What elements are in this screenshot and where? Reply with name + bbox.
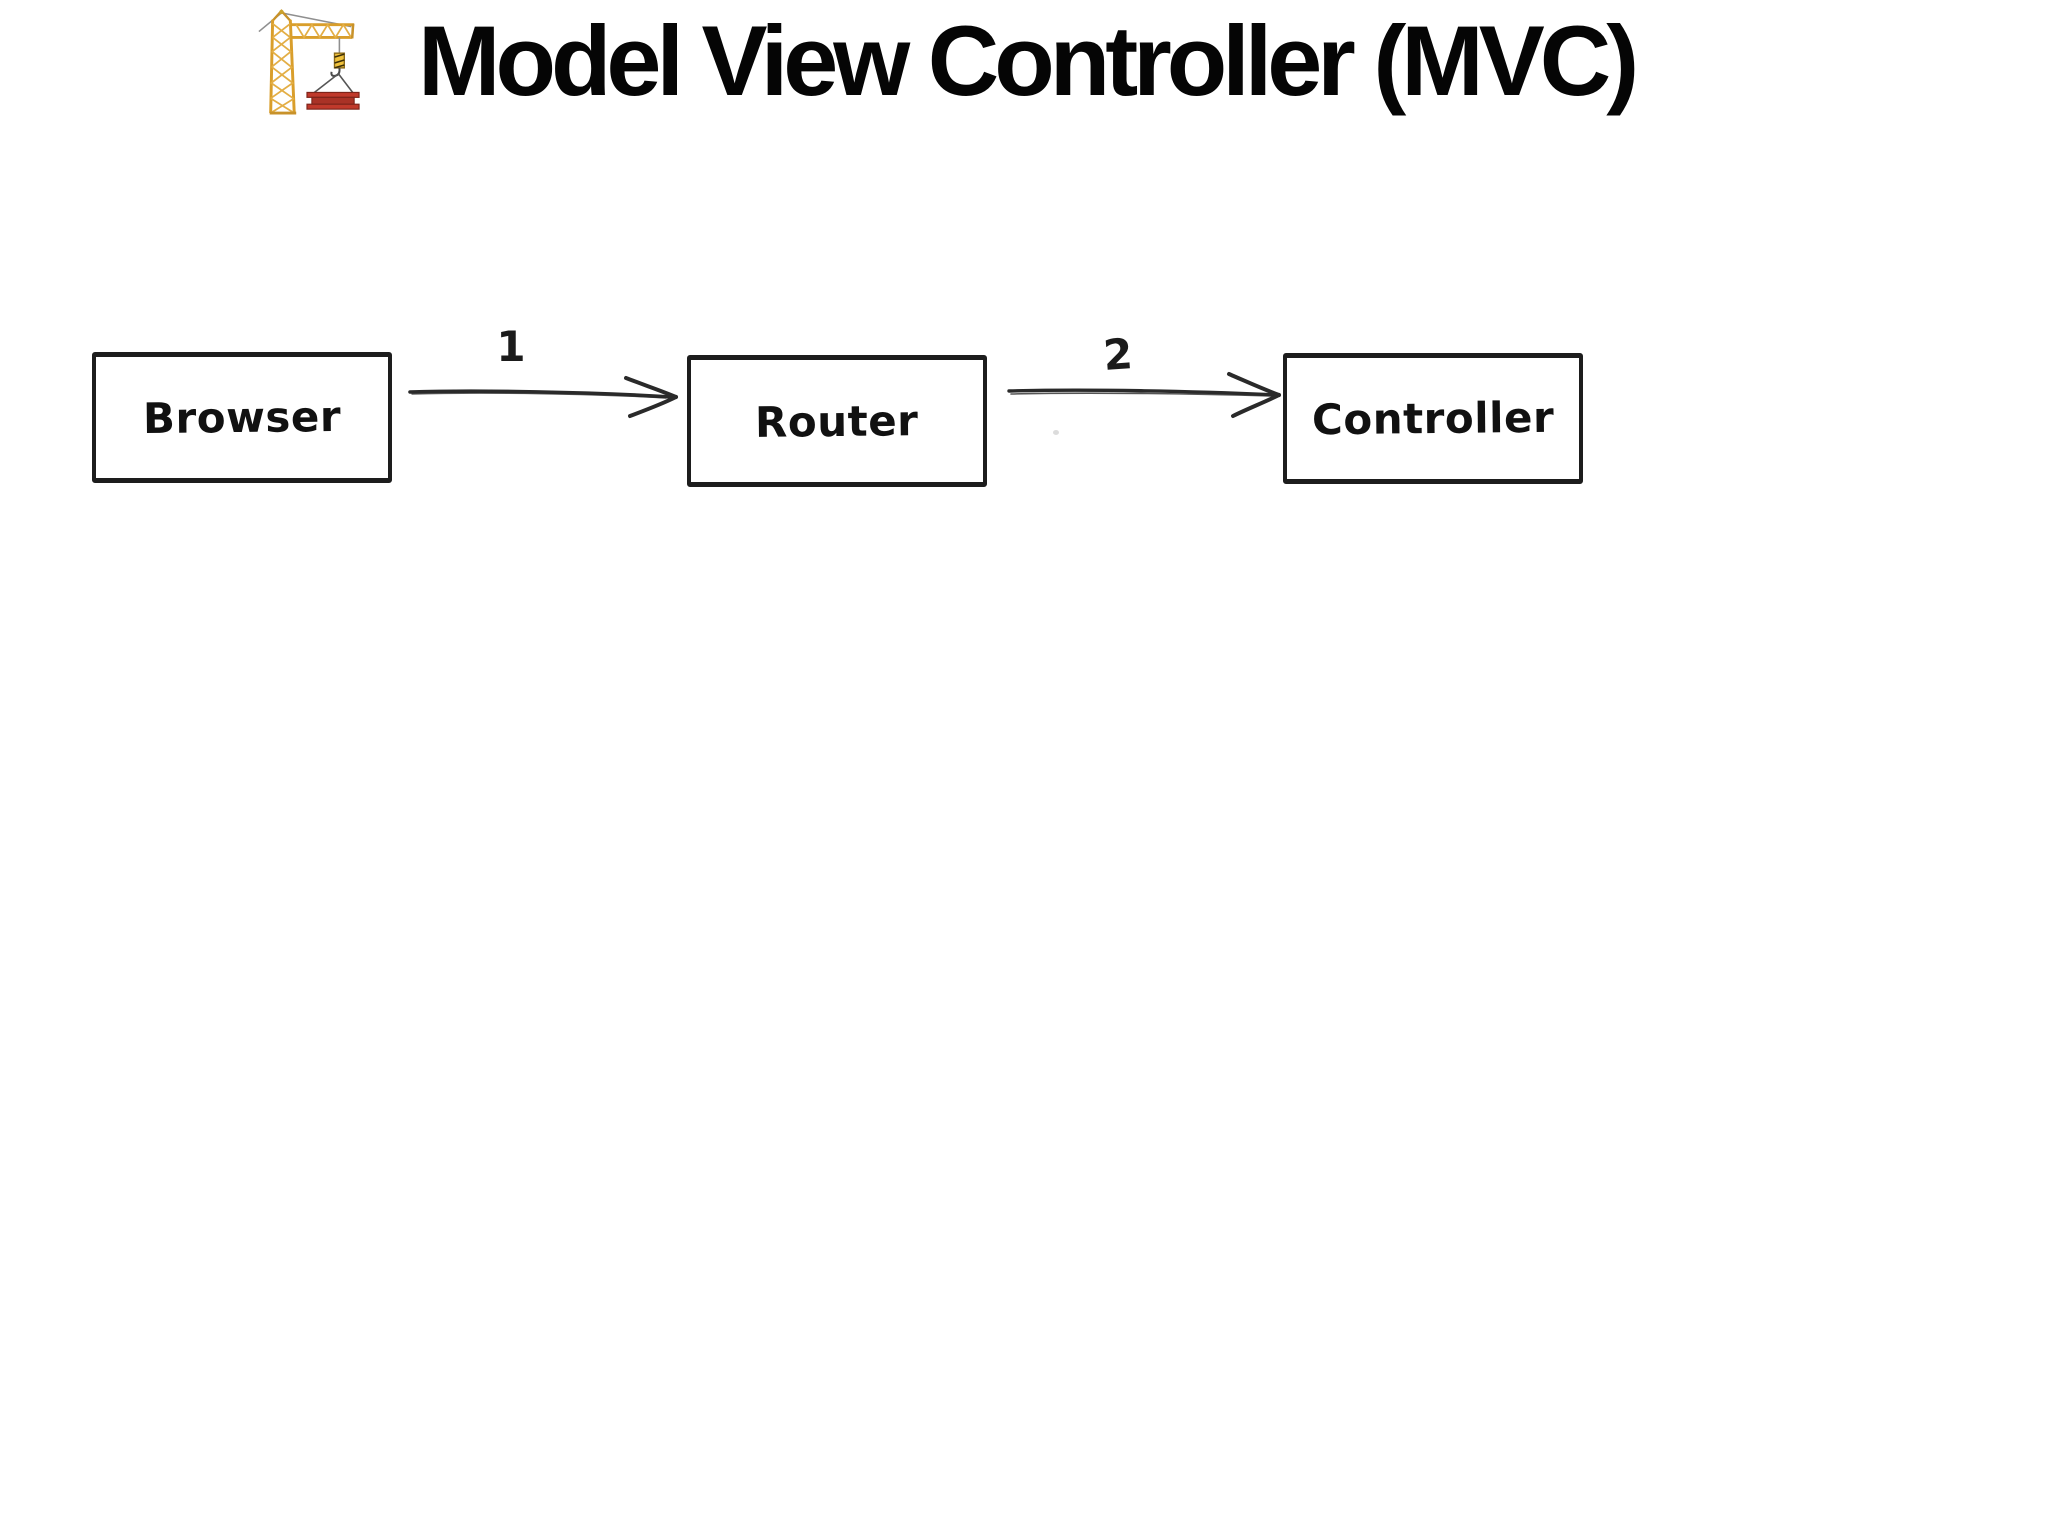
node-browser: Browser [92, 352, 392, 483]
node-router-label: Router [755, 395, 919, 447]
node-browser-label: Browser [142, 391, 342, 444]
stray-ink-dot [1053, 430, 1059, 435]
node-controller-label: Controller [1311, 392, 1555, 445]
node-controller: Controller [1283, 353, 1583, 484]
arrow-browser-to-router [400, 358, 690, 433]
node-router: Router [687, 355, 987, 487]
edge-label-2: 2 [1101, 329, 1135, 380]
page-title: Model View Controller (MVC) [418, 5, 1639, 116]
construction-crane-icon [253, 8, 361, 116]
edge-label-1: 1 [496, 322, 526, 371]
arrow-router-to-controller [995, 356, 1290, 431]
